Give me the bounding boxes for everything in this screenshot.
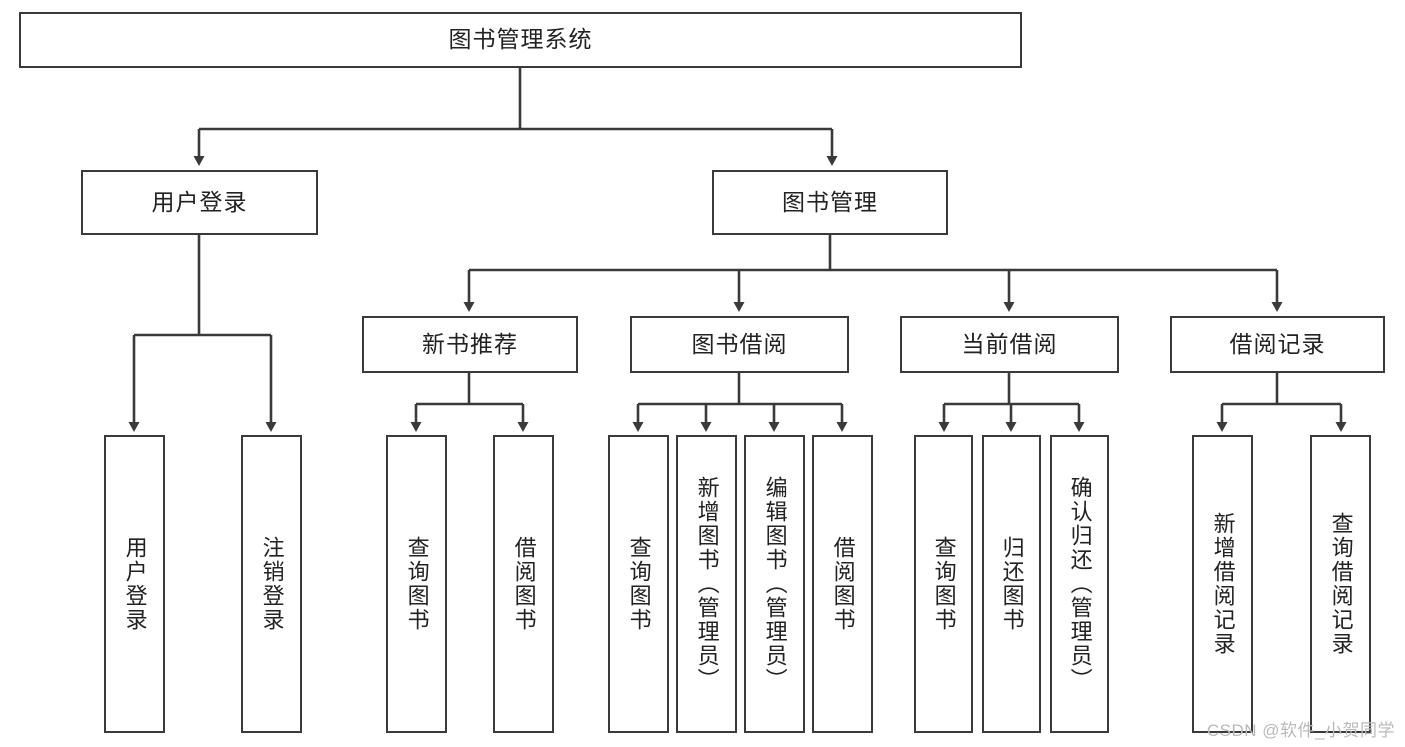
leaf-new-book-borrow[interactable]: 借阅图书 [493,435,554,733]
leaf-label: 借阅图书 [830,536,856,632]
leaf-label: 编辑图书（管理员） [762,476,788,692]
watermark: CSDN @软件_小贺同学 [1206,721,1395,740]
leaf-label: 查询图书 [931,536,957,632]
leaf-new-book-query[interactable]: 查询图书 [386,435,447,733]
node-root[interactable]: 图书管理系统 [19,12,1022,68]
leaf-book-borrow-add[interactable]: 新增图书（管理员） [676,435,737,733]
leaf-book-borrow-borrow[interactable]: 借阅图书 [812,435,873,733]
leaf-label: 用户登录 [122,536,148,632]
node-user-login-label: 用户登录 [151,188,248,215]
leaf-current-borrow-confirm-return[interactable]: 确认归还（管理员） [1050,435,1109,733]
node-borrow-record-label: 借阅记录 [1229,330,1326,357]
node-book-borrow[interactable]: 图书借阅 [630,316,849,373]
leaf-book-borrow-edit[interactable]: 编辑图书（管理员） [744,435,805,733]
leaf-user-login-logout[interactable]: 注销登录 [241,435,302,733]
node-new-book-recommend[interactable]: 新书推荐 [362,316,578,373]
node-current-borrow[interactable]: 当前借阅 [900,316,1119,373]
leaf-label: 新增借阅记录 [1210,512,1236,656]
leaf-current-borrow-return[interactable]: 归还图书 [982,435,1041,733]
leaf-label: 确认归还（管理员） [1067,476,1093,692]
leaf-current-borrow-query[interactable]: 查询图书 [914,435,973,733]
leaf-label: 查询图书 [404,536,430,632]
leaf-label: 查询借阅记录 [1328,512,1354,656]
node-book-management-label: 图书管理 [782,188,878,215]
node-current-borrow-label: 当前借阅 [961,330,1058,357]
leaf-borrow-record-add[interactable]: 新增借阅记录 [1192,435,1253,733]
leaf-book-borrow-query[interactable]: 查询图书 [608,435,669,733]
node-user-login[interactable]: 用户登录 [81,170,318,235]
node-book-borrow-label: 图书借阅 [691,330,788,357]
leaf-user-login-login[interactable]: 用户登录 [104,435,165,733]
node-borrow-record[interactable]: 借阅记录 [1170,316,1385,373]
leaf-borrow-record-query[interactable]: 查询借阅记录 [1310,435,1371,733]
leaf-label: 归还图书 [999,536,1025,632]
node-new-book-recommend-label: 新书推荐 [422,330,518,357]
node-root-label: 图书管理系统 [448,26,593,53]
leaf-label: 查询图书 [626,536,652,632]
leaf-label: 新增图书（管理员） [694,476,720,692]
leaf-label: 借阅图书 [511,536,537,632]
node-book-management[interactable]: 图书管理 [712,170,948,235]
leaf-label: 注销登录 [259,536,285,632]
